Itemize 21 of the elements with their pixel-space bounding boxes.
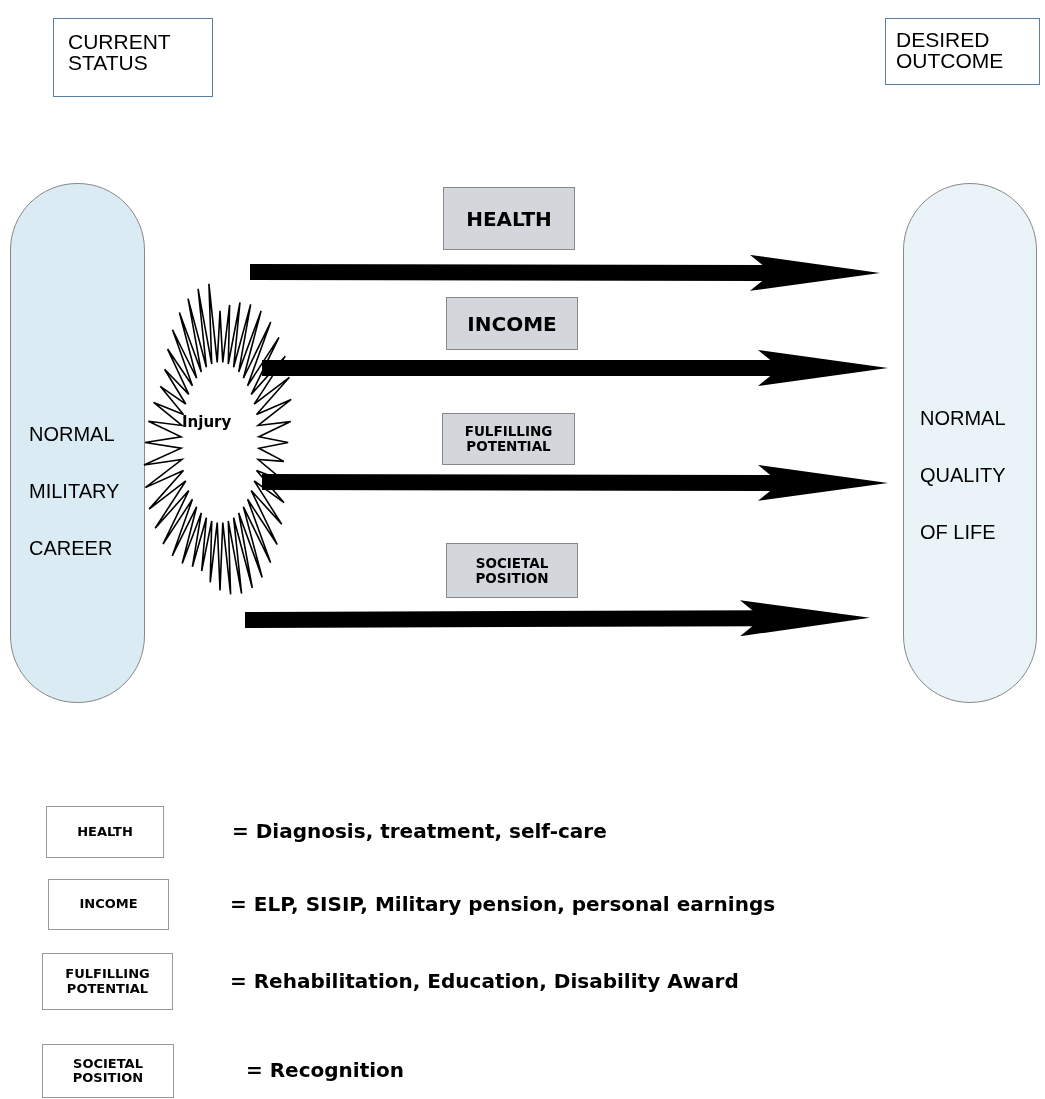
key-definition: = Rehabilitation, Education, Disability Award <box>230 968 739 993</box>
key-definition: = ELP, SISIP, Military pension, personal earnings <box>230 891 776 916</box>
career-label: NORMAL MILITARY CAREER <box>29 422 121 561</box>
factor-box: HEALTH <box>443 187 575 250</box>
key-box: SOCIETAL POSITION <box>42 1044 174 1098</box>
key-box: INCOME <box>48 879 169 930</box>
heading-text: DESIRED OUTCOME <box>896 29 1005 71</box>
key-definition: = Recognition <box>246 1058 405 1082</box>
key-box: FULFILLING POTENTIAL <box>42 953 173 1010</box>
arrow <box>250 254 880 291</box>
heading-text: CURRENT STATUS <box>68 31 172 73</box>
key-definition: = Diagnosis, treatment, self-care <box>232 819 607 843</box>
factor-box: SOCIETAL POSITION <box>446 543 578 598</box>
arrow <box>244 600 870 637</box>
factor-box: INCOME <box>446 297 578 350</box>
heading-box <box>885 18 1040 85</box>
outcome-label: NORMAL QUALITY OF LIFE <box>920 406 1007 545</box>
heading-box <box>53 18 213 97</box>
key-box: HEALTH <box>46 806 164 858</box>
factor-box: FULFILLING POTENTIAL <box>442 413 575 465</box>
event-label: Injury <box>182 413 232 431</box>
